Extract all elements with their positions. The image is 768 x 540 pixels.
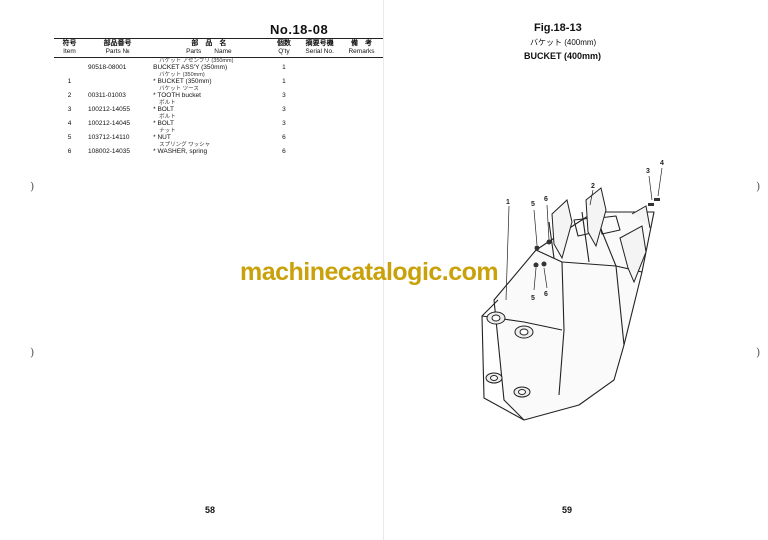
document-number: No.18-08 [270,22,329,37]
serial-cell [300,128,339,142]
remarks-cell [339,100,384,114]
page-number-left: 58 [205,505,216,515]
parts-name-cell: ボルト* BOLT [153,99,176,113]
parts-number-cell: 100212-14055 [88,105,130,113]
parts-number-cell [85,72,150,86]
figure-number: Fig.18-13 [534,22,582,34]
qty-cell: 6 [282,133,286,141]
table-row: 3 100212-14055 ボルト* BOLT 3 [54,100,384,114]
item-cell: 4 [67,119,72,127]
margin-mark: ) [756,346,761,359]
item-cell [54,57,85,72]
table-row: 5 103712-14110 ナット* NUT 6 [54,128,384,142]
qty-cell: 3 [282,91,286,99]
callout-2: 2 [591,183,595,190]
callout-labels: 1 2 3 4 5 6 5 6 [506,160,664,302]
remarks-cell [339,72,384,86]
remarks-cell [339,142,384,156]
serial-cell [300,100,339,114]
bucket-teeth [551,187,651,284]
remarks-cell [339,86,384,100]
item-cell: 6 [67,147,72,155]
parts-name-cell: スプリング ワッシャ* WASHER, spring [153,141,211,155]
callout-3: 3 [646,168,650,175]
remarks-cell [339,57,384,72]
qty-cell: 3 [282,105,286,113]
item-cell: 5 [67,133,72,141]
bucket-drawing: 1 2 3 4 5 6 5 6 [481,160,664,421]
figure-title-jp: バケット (400mm) [530,38,597,47]
qty-cell: 6 [282,147,286,155]
qty-cell: 3 [282,119,286,127]
margin-mark: ) [30,346,35,359]
table-row: 1 バケット (350mm)* BUCKET (350mm) 1 [54,72,384,86]
qty-cell: 1 [282,77,286,85]
callout-6b: 6 [544,291,548,298]
margin-mark: ) [756,180,761,193]
serial-cell [300,72,339,86]
item-cell: 2 [67,91,72,99]
callout-5: 5 [531,201,535,208]
table-row: 2 00311-01003 バケット ツース* TOOTH bucket 3 [54,86,384,100]
figure-title-en: BUCKET (400mm) [524,51,602,61]
right-page: ) ) Fig.18-13 バケット (400mm) BUCKET (400mm… [384,0,768,540]
watermark-text: machinecatalogic.com [240,258,499,286]
callout-5b: 5 [531,295,535,302]
qty-cell: 1 [282,63,286,71]
table-row: 6 108002-14035 スプリング ワッシャ* WASHER, spring 6 [54,142,384,156]
remarks-cell [339,114,384,128]
leader-lines [505,167,663,301]
parts-name-cell: ボルト* BOLT [153,113,176,127]
parts-name-cell: バケット (350mm)* BUCKET (350mm) [153,71,212,85]
callout-4: 4 [660,160,664,167]
parts-number-cell: 103712-14110 [88,133,130,141]
item-cell: 3 [67,105,72,113]
serial-cell [300,86,339,100]
table-row: 4 100212-14045 ボルト* BOLT 3 [54,114,384,128]
page-number-right: 59 [562,505,573,515]
parts-name-cell: ナット* NUT [153,127,176,141]
remarks-cell [339,128,384,142]
parts-name-cell: バケット ツース* TOOTH bucket [153,85,201,99]
callout-6: 6 [544,196,548,203]
table-row: 90518-08001 バケット アセンブリ (350mm)BUCKET ASS'… [54,57,384,72]
margin-mark: ) [30,180,35,193]
callout-1: 1 [506,199,510,206]
item-cell: 1 [67,77,72,85]
serial-cell [300,114,339,128]
parts-number-cell: 100212-14045 [88,119,130,127]
bucket-bosses [485,311,534,398]
parts-name-cell: バケット アセンブリ (350mm)BUCKET ASS'Y (350mm) [153,57,234,71]
parts-number-cell: 90518-08001 [88,63,127,71]
serial-cell [300,142,339,156]
serial-cell [300,57,339,72]
hardware [533,198,660,268]
parts-number-cell: 108002-14035 [88,147,130,155]
parts-number-cell: 00311-01003 [88,91,126,99]
